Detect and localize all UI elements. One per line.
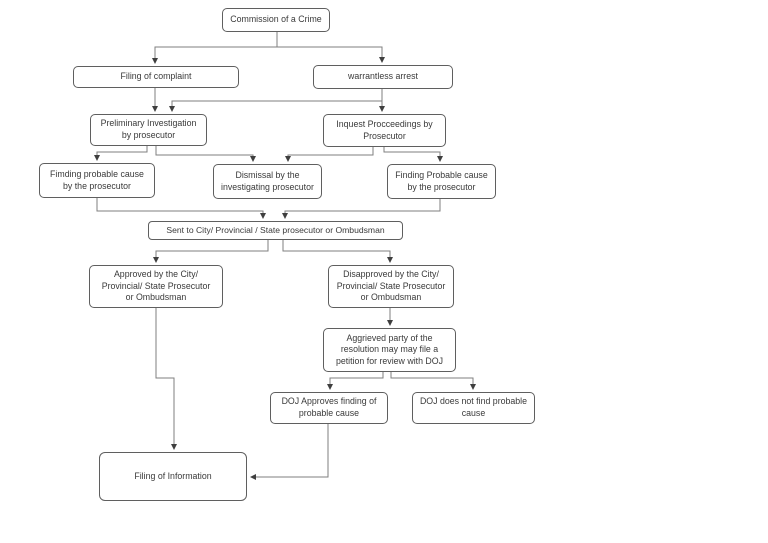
node-preliminary-investigation: Preliminary Investigation by prosecutor bbox=[90, 114, 207, 146]
node-commission-of-a-crime: Commission of a Crime bbox=[222, 8, 330, 32]
node-finding-probable-cause-left: Fimding probable cause by the prosecutor bbox=[39, 163, 155, 198]
edge-fimding-to-sent bbox=[96, 198, 266, 219]
edge-preliminary-to-fimding bbox=[94, 146, 148, 161]
node-approved-by-prosecutor-or-ombudsman: Approved by the City/ Provincial/ State … bbox=[89, 265, 223, 308]
node-label: warrantless arrest bbox=[348, 71, 418, 82]
node-doj-approves-finding: DOJ Approves finding of probable cause bbox=[270, 392, 388, 424]
edge-aggrieved-to-doj-notfind bbox=[390, 372, 476, 390]
node-label: DOJ does not find probable cause bbox=[419, 396, 528, 418]
node-inquest-proceedings: Inquest Procceedings by Prosecutor bbox=[323, 114, 446, 147]
node-disapproved-by-prosecutor-or-ombudsman: Disapproved by the City/ Provincial/ Sta… bbox=[328, 265, 454, 308]
edge-commission-to-filing-complaint bbox=[152, 32, 278, 64]
node-label: Dismissal by the investigating prosecuto… bbox=[221, 169, 314, 192]
node-label: DOJ Approves finding of probable cause bbox=[281, 396, 377, 418]
node-aggrieved-party-petition-review: Aggrieved party of the resolution may ma… bbox=[323, 328, 456, 372]
edge-inquest-to-dismissal bbox=[285, 147, 374, 162]
node-warrantless-arrest: warrantless arrest bbox=[313, 65, 453, 89]
node-label: Disapproved by the City/ Provincial/ Sta… bbox=[336, 269, 446, 303]
edge-warrantless-to-preliminary bbox=[169, 100, 382, 112]
node-finding-probable-cause-right: Finding Probable cause by the prosecutor bbox=[387, 164, 496, 199]
node-label: Approved by the City/ Provincial/ State … bbox=[101, 269, 211, 303]
node-doj-does-not-find: DOJ does not find probable cause bbox=[412, 392, 535, 424]
edge-finding-right-to-sent bbox=[282, 199, 441, 219]
node-label: Fimding probable cause by the prosecutor bbox=[50, 168, 144, 191]
node-label: Commission of a Crime bbox=[230, 14, 322, 25]
node-label: Filing of Information bbox=[134, 470, 212, 481]
edge-doj-approves-to-filing-info bbox=[250, 424, 329, 480]
edge-approved-to-filing-info bbox=[155, 308, 177, 450]
edge-preliminary-to-dismissal bbox=[155, 146, 256, 162]
node-sent-to-prosecutor-or-ombudsman: Sent to City/ Provincial / State prosecu… bbox=[148, 221, 403, 240]
node-label: Finding Probable cause by the prosecutor bbox=[395, 169, 488, 192]
edge-commission-to-warrantless bbox=[277, 46, 385, 63]
edge-aggrieved-to-doj-approves bbox=[327, 372, 384, 390]
edge-sent-to-disapproved bbox=[282, 240, 393, 263]
edge-sent-to-approved bbox=[153, 240, 269, 263]
node-label: Filing of complaint bbox=[120, 71, 192, 82]
node-label: Aggrieved party of the resolution may ma… bbox=[335, 332, 444, 366]
node-label: Preliminary Investigation by prosecutor bbox=[100, 118, 197, 140]
node-label: Sent to City/ Provincial / State prosecu… bbox=[166, 224, 385, 235]
node-filing-of-complaint: Filing of complaint bbox=[73, 66, 239, 88]
node-dismissal-by-investigating-prosecutor: Dismissal by the investigating prosecuto… bbox=[213, 164, 322, 199]
edge-inquest-to-finding-right bbox=[383, 147, 443, 162]
node-filing-of-information: Filing of Information bbox=[99, 452, 247, 501]
node-label: Inquest Procceedings by Prosecutor bbox=[336, 118, 433, 141]
